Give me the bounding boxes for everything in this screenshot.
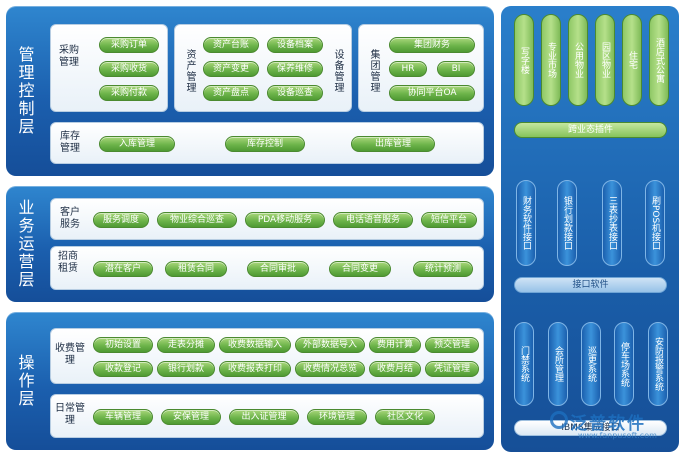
fees-panel: 收费管理 初始设置 走表分摊 收费数据输入 外部数据导入 费用计算 预交管理 收… xyxy=(50,328,484,384)
procurement-item[interactable]: 采购收货 xyxy=(99,61,159,77)
fee-item[interactable]: 收款登记 xyxy=(93,361,153,377)
fee-item[interactable]: 初始设置 xyxy=(93,337,153,353)
daily-item[interactable]: 安保管理 xyxy=(161,409,221,425)
procurement-item[interactable]: 采购付款 xyxy=(99,85,159,101)
customer-item[interactable]: 物业综合巡查 xyxy=(157,212,237,228)
equipment-item[interactable]: 保养维修 xyxy=(267,61,323,77)
leasing-item[interactable]: 合同审批 xyxy=(247,261,309,277)
industry-pill[interactable]: 酒店式公寓 xyxy=(649,14,669,106)
group-panel: 集团管理 集团财务 HR BI 协同平台OA xyxy=(358,24,484,112)
inventory-panel: 库存管理 入库管理 库存控制 出库管理 xyxy=(50,122,484,164)
brand-logo-icon xyxy=(550,411,568,429)
system-pill[interactable]: 门禁系统 xyxy=(514,322,534,406)
industry-pill[interactable]: 住宅 xyxy=(622,14,642,106)
daily-item[interactable]: 社区文化 xyxy=(375,409,435,425)
system-pill[interactable]: 会所管理 xyxy=(548,322,568,406)
procurement-item[interactable]: 采购订单 xyxy=(99,37,159,53)
procurement-panel: 采购管理 采购订单 采购收货 采购付款 xyxy=(50,24,168,112)
daily-item[interactable]: 车辆管理 xyxy=(93,409,153,425)
industry-pill[interactable]: 写字楼 xyxy=(514,14,534,106)
inventory-item[interactable]: 入库管理 xyxy=(99,136,175,152)
interface-pill[interactable]: 刷POS机接口 xyxy=(645,180,665,266)
daily-label: 日常管理 xyxy=(55,403,85,426)
fee-item[interactable]: 预交管理 xyxy=(425,337,479,353)
daily-item[interactable]: 环境管理 xyxy=(307,409,367,425)
fees-label: 收费管理 xyxy=(55,343,85,366)
watermark-name: 泛普软件 xyxy=(570,414,646,434)
leasing-item[interactable]: 潜在客户 xyxy=(93,261,153,277)
brand-watermark: 泛普软件 www.fanpusoft.com xyxy=(548,409,678,445)
system-pill[interactable]: 安防报警系统 xyxy=(648,322,668,406)
fee-item[interactable]: 凭证管理 xyxy=(425,361,479,377)
assets-equipment-panel: 资产管理 资产台账 资产变更 资产盘点 设备档案 保养维修 设备巡查 设备管理 xyxy=(174,24,352,112)
operation-layer-label: 操作层 xyxy=(15,354,35,408)
industry-pill[interactable]: 专业市场 xyxy=(541,14,561,106)
interface-pill[interactable]: 三表抄表接口 xyxy=(602,180,622,266)
industry-pill[interactable]: 公用物业 xyxy=(568,14,588,106)
procurement-label: 采购管理 xyxy=(59,45,79,68)
watermark-url: www.fanpusoft.com xyxy=(578,431,657,440)
inventory-item[interactable]: 出库管理 xyxy=(351,136,435,152)
equipment-item[interactable]: 设备档案 xyxy=(267,37,323,53)
equipment-label: 设备管理 xyxy=(332,49,343,93)
daily-item[interactable]: 出入证管理 xyxy=(229,409,299,425)
fee-item[interactable]: 收费数据输入 xyxy=(219,337,291,353)
fee-item[interactable]: 收费报表打印 xyxy=(219,361,291,377)
group-item[interactable]: 集团财务 xyxy=(389,37,475,53)
customer-item[interactable]: PDA移动服务 xyxy=(245,212,325,228)
business-layer-label: 业务运营层 xyxy=(15,199,35,289)
assets-label: 资产管理 xyxy=(184,49,195,93)
group-item[interactable]: 协同平台OA xyxy=(389,85,475,101)
group-label: 集团管理 xyxy=(368,49,379,93)
customer-panel: 客户服务 服务调度 物业综合巡查 PDA移动服务 电话语音服务 短信平台 xyxy=(50,198,484,240)
customer-item[interactable]: 短信平台 xyxy=(421,212,477,228)
assets-item[interactable]: 资产盘点 xyxy=(203,85,259,101)
leasing-item[interactable]: 合同变更 xyxy=(329,261,391,277)
group-item[interactable]: HR xyxy=(389,61,427,77)
industry-pill[interactable]: 园区物业 xyxy=(595,14,615,106)
fee-item[interactable]: 银行划款 xyxy=(157,361,215,377)
operation-layer: 操作层 收费管理 初始设置 走表分摊 收费数据输入 外部数据导入 费用计算 预交… xyxy=(6,312,494,450)
equipment-item[interactable]: 设备巡查 xyxy=(267,85,323,101)
leasing-label: 招商租赁 xyxy=(58,251,78,274)
fee-item[interactable]: 走表分摊 xyxy=(157,337,215,353)
leasing-item[interactable]: 统计预测 xyxy=(413,261,473,277)
fee-item[interactable]: 收费情况总览 xyxy=(295,361,365,377)
customer-label: 客户服务 xyxy=(60,207,80,230)
customer-item[interactable]: 服务调度 xyxy=(93,212,149,228)
assets-item[interactable]: 资产台账 xyxy=(203,37,259,53)
management-layer-label: 管理控制层 xyxy=(15,46,35,136)
business-layer: 业务运营层 客户服务 服务调度 物业综合巡查 PDA移动服务 电话语音服务 短信… xyxy=(6,186,494,302)
customer-item[interactable]: 电话语音服务 xyxy=(333,212,413,228)
leasing-item[interactable]: 租赁合同 xyxy=(165,261,227,277)
inventory-label: 库存管理 xyxy=(60,131,80,154)
fee-item[interactable]: 费用计算 xyxy=(369,337,421,353)
system-pill[interactable]: 停车场系统 xyxy=(614,322,634,406)
fee-item[interactable]: 外部数据导入 xyxy=(295,337,365,353)
leasing-panel: 招商租赁 潜在客户 租赁合同 合同审批 合同变更 统计预测 xyxy=(50,246,484,290)
fee-item[interactable]: 收费月结 xyxy=(369,361,421,377)
interface-pill[interactable]: 银行划款接口 xyxy=(557,180,577,266)
cross-format-plugin-bar[interactable]: 跨业态插件 xyxy=(514,122,667,138)
system-pill[interactable]: 巡更系统 xyxy=(581,322,601,406)
assets-item[interactable]: 资产变更 xyxy=(203,61,259,77)
daily-panel: 日常管理 车辆管理 安保管理 出入证管理 环境管理 社区文化 xyxy=(50,394,484,438)
management-layer: 管理控制层 采购管理 采购订单 采购收货 采购付款 资产管理 资产台账 资产变更… xyxy=(6,6,494,176)
interface-software-bar[interactable]: 接口软件 xyxy=(514,277,667,293)
inventory-item[interactable]: 库存控制 xyxy=(225,136,305,152)
interface-pill[interactable]: 财务软件接口 xyxy=(516,180,536,266)
group-item[interactable]: BI xyxy=(437,61,475,77)
